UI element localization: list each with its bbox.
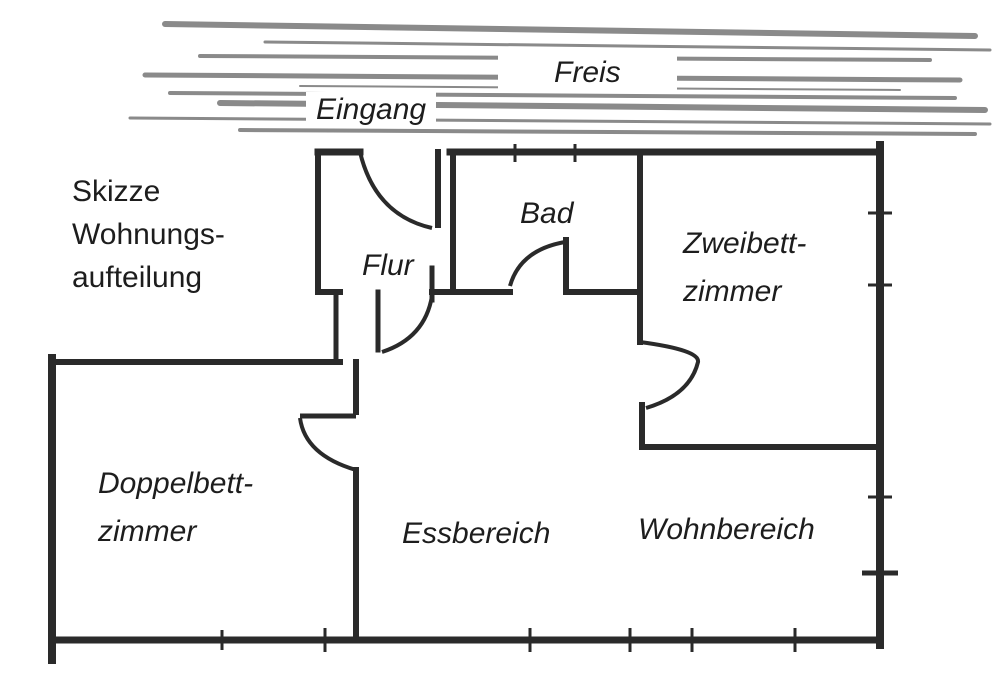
sketch-title-line-1: Skizze [72, 175, 161, 208]
label-zweibettzimmer-line-2: zimmer [683, 275, 782, 308]
windows [220, 144, 898, 652]
label-flur: Flur [362, 249, 414, 282]
label-essbereich: Essbereich [402, 517, 551, 550]
label-bad: Bad [520, 197, 574, 230]
label-doppelbettzimmer: Doppelbett- zimmer [98, 460, 253, 556]
label-wohnbereich: Wohnbereich [638, 513, 815, 546]
sketch-title-line-3: aufteilung [72, 261, 203, 294]
sketch-title: Skizze Wohnungs- aufteilung [72, 170, 225, 299]
walls [48, 141, 884, 664]
label-zweibettzimmer-line-1: Zweibett- [683, 227, 807, 260]
label-zweibettzimmer: Zweibett- zimmer [683, 220, 806, 316]
sketch-title-line-2: Wohnungs- [72, 218, 225, 251]
label-eingang: Eingang [306, 92, 437, 128]
door-swings [298, 151, 700, 472]
label-doppelbettzimmer-line-1: Doppelbett- [98, 467, 254, 500]
label-doppelbettzimmer-line-2: zimmer [98, 515, 197, 548]
label-freis: Freis [498, 55, 677, 91]
